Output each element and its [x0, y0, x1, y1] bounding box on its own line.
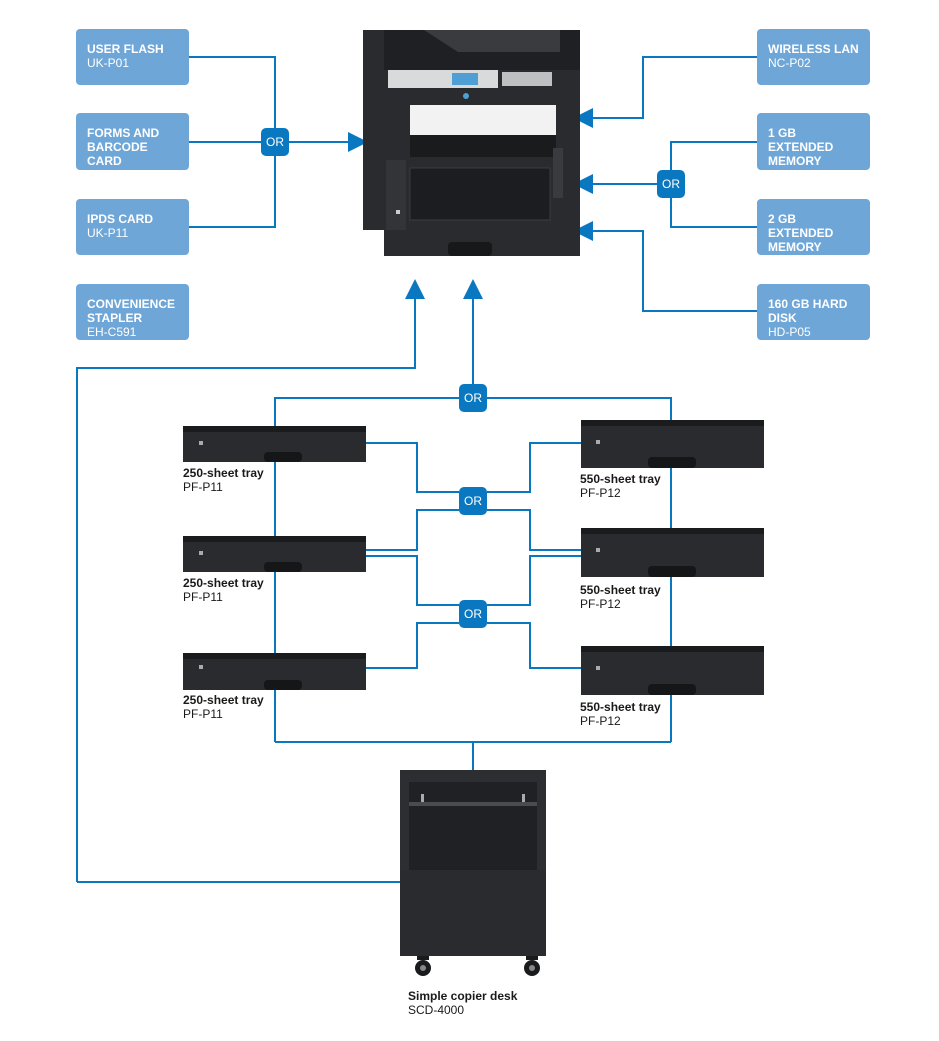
option-box-forms: FORMS AND BARCODE CARD UK-P10	[76, 113, 189, 182]
tray-code: PF-P12	[580, 714, 621, 728]
tray-name: 250-sheet tray	[183, 576, 264, 590]
option-name: WIRELESS LAN	[768, 42, 859, 56]
tray-name: 550-sheet tray	[580, 472, 661, 486]
tray-250-1	[183, 426, 366, 462]
desk-caption: Simple copier desk SCD-4000	[408, 989, 517, 1017]
copier-desk	[400, 770, 546, 976]
or-badge-tray-level-2: OR	[459, 487, 487, 515]
option-code: NC-P02	[768, 56, 811, 70]
option-code: UK-P11	[87, 226, 129, 240]
tray-name: 250-sheet tray	[183, 466, 264, 480]
tray-name: 550-sheet tray	[580, 700, 661, 714]
option-box-memory-1gb: 1 GB EXTENDED MEMORY EM-P04	[757, 113, 870, 182]
option-code: UK-P01	[87, 56, 130, 70]
option-code: EM-P03	[768, 254, 812, 268]
tray-250-caption-1: 250-sheet tray PF-P11	[183, 466, 264, 494]
desk-name: Simple copier desk	[408, 989, 518, 1003]
tray-250-2	[183, 536, 366, 572]
option-name: 2 GB EXTENDED MEMORY	[768, 212, 834, 254]
or-badge-tray-stack: OR	[459, 384, 487, 412]
option-code: UK-P10	[87, 168, 130, 182]
option-box-memory-2gb: 2 GB EXTENDED MEMORY EM-P03	[757, 199, 870, 268]
or-badge-tray-level-3: OR	[459, 600, 487, 628]
tray-550-caption-2: 550-sheet tray PF-P12	[580, 583, 661, 611]
tray-550-1	[581, 420, 764, 468]
option-code: HD-P05	[768, 325, 811, 339]
option-code: EH-C591	[87, 325, 137, 339]
or-badge-left-options: OR	[261, 128, 289, 156]
tray-name: 250-sheet tray	[183, 693, 264, 707]
tray-550-caption-1: 550-sheet tray PF-P12	[580, 472, 661, 500]
tray-name: 550-sheet tray	[580, 583, 661, 597]
option-name: 1 GB EXTENDED MEMORY	[768, 126, 834, 168]
printer-device	[363, 30, 580, 256]
tray-code: PF-P12	[580, 486, 621, 500]
option-name: USER FLASH	[87, 42, 164, 56]
option-name: CONVENIENCE STAPLER	[87, 297, 176, 325]
tray-550-3	[581, 646, 764, 695]
option-box-hdd: 160 GB HARD DISK HD-P05	[757, 284, 870, 340]
or-badge-memory: OR	[657, 170, 685, 198]
connector-lines	[76, 56, 758, 883]
option-box-usb: USER FLASH UK-P01	[76, 29, 189, 85]
option-name: FORMS AND BARCODE CARD	[87, 126, 160, 168]
tray-550-2	[581, 528, 764, 577]
tray-250-3	[183, 653, 366, 690]
option-box-ipds: IPDS CARD UK-P11	[76, 199, 189, 255]
option-code: EM-P04	[768, 168, 812, 182]
tray-code: PF-P11	[183, 590, 223, 604]
tray-code: PF-P11	[183, 480, 223, 494]
tray-550-caption-3: 550-sheet tray PF-P12	[580, 700, 661, 728]
tray-code: PF-P12	[580, 597, 621, 611]
option-name: 160 GB HARD DISK	[768, 297, 848, 325]
option-box-stapler: CONVENIENCE STAPLER EH-C591	[76, 284, 189, 340]
option-name: IPDS CARD	[87, 212, 154, 226]
tray-code: PF-P11	[183, 707, 223, 721]
option-box-wlan: WIRELESS LAN NC-P02	[757, 29, 870, 85]
desk-code: SCD-4000	[408, 1003, 465, 1017]
tray-250-caption-2: 250-sheet tray PF-P11	[183, 576, 264, 604]
tray-250-caption-3: 250-sheet tray PF-P11	[183, 693, 264, 721]
